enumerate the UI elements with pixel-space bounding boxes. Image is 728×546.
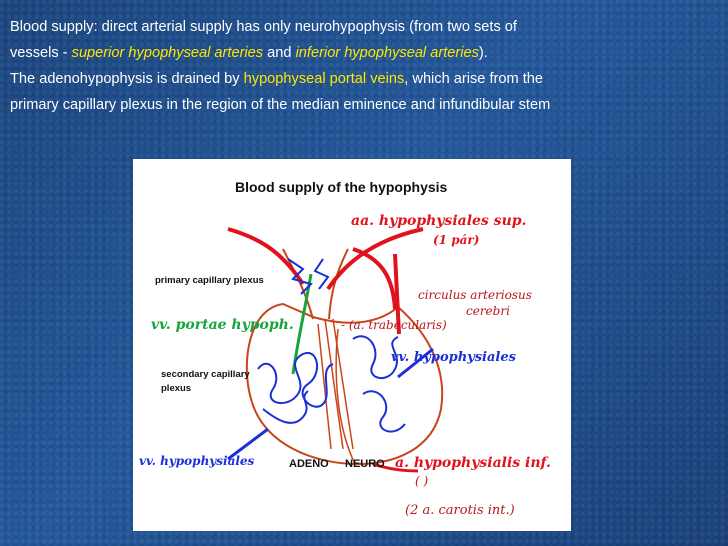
- slide-text: Blood supply: direct arterial supply has…: [10, 14, 722, 118]
- text-line-1: Blood supply: direct arterial supply has…: [10, 14, 722, 40]
- text-line-4: primary capillary plexus in the region o…: [10, 92, 722, 118]
- text-line-2: vessels - superior hypophyseal arteries …: [10, 40, 722, 66]
- portal-veins-term: hypophyseal portal veins: [244, 71, 405, 87]
- label-circulus-line1: circulus arteriosus: [418, 288, 532, 302]
- label-neuro: NEURO: [345, 458, 385, 470]
- label-portae-hypoph: vv. portae hypoph.: [151, 317, 294, 333]
- inferior-arteries-term: inferior hypophyseal arteries: [296, 45, 479, 61]
- label-adeno: ADENO: [289, 458, 329, 470]
- label-aa-hypophysiales-sup: aa. hypophysiales sup.: [351, 213, 526, 229]
- figure-drawing: Blood supply of the hypophysis primary c…: [133, 159, 571, 531]
- label-vv-hypophysiales-left: vv. hypophysiales: [139, 454, 255, 468]
- label-trabecularis: - (a. trabecularis): [341, 318, 447, 332]
- text-line-2-and: and: [263, 45, 295, 61]
- figure-title: Blood supply of the hypophysis: [235, 179, 448, 195]
- text-line-2-suffix: ).: [479, 45, 488, 61]
- label-inf-paren: ( ): [415, 474, 428, 488]
- text-line-3-prefix: The adenohypophysis is drained by: [10, 71, 244, 87]
- label-circulus-line2: cerebri: [466, 304, 510, 318]
- text-line-2-prefix: vessels -: [10, 45, 72, 61]
- label-vv-hypophysiales-right: vv. hypophysiales: [391, 350, 517, 365]
- label-a-hypophysialis-inf: a. hypophysialis inf.: [395, 455, 551, 471]
- superior-arteries-term: superior hypophyseal arteries: [72, 45, 263, 61]
- label-aa-sup-pair: (1 pár): [433, 233, 479, 247]
- neuro-vessels: [318, 319, 353, 449]
- label-secondary-plexus-line2: plexus: [161, 383, 191, 394]
- text-line-3: The adenohypophysis is drained by hypoph…: [10, 66, 722, 92]
- hypophysis-figure: Blood supply of the hypophysis primary c…: [133, 159, 571, 531]
- label-primary-plexus: primary capillary plexus: [155, 275, 264, 286]
- label-carotis-int: (2 a. carotis int.): [405, 503, 515, 518]
- text-line-3-suffix: , which arise from the: [404, 71, 543, 87]
- label-secondary-plexus-line1: secondary capillary: [161, 369, 250, 380]
